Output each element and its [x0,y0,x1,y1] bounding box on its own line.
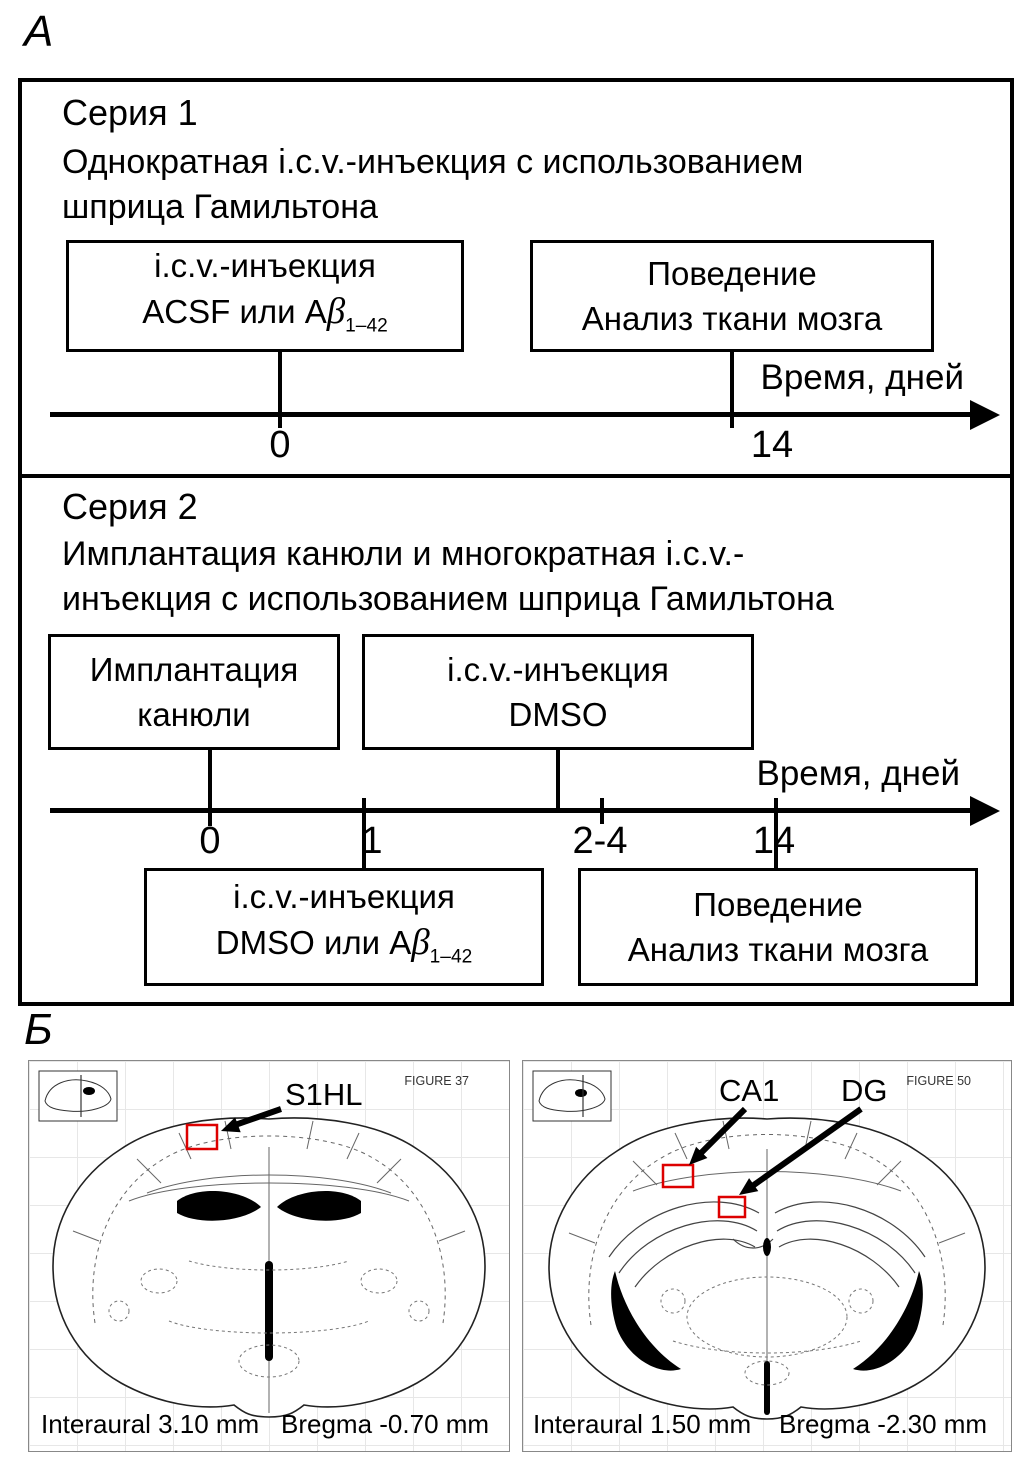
internal-structures [660,1276,874,1386]
series2-connector-injection [362,798,366,868]
series2-dmso-line1: i.c.v.-инъекция [447,651,669,688]
series1-injection-line2: ACSF или Aβ1–42 [142,288,387,349]
series2-implant-line2: канюли [137,696,251,733]
corpus-callosum-inner [146,1174,392,1194]
series2-timeline [50,808,974,813]
series2-dmso-line2: DMSO [508,696,608,733]
abeta-subscript: 1–42 [345,315,388,337]
sagittal-inset-thumbnail [532,1070,612,1122]
series1-behavior-box: Поведение Анализ ткани мозга [530,240,934,352]
atlas-page-figure37: FIGURE 37 S1HL Interaural 3.10 mm Bregma… [28,1060,510,1452]
series2-dmso-box: i.c.v.-инъекция DMSO [362,634,754,750]
series1-behavior-line1: Поведение [647,255,817,292]
series1-behavior-line2: Анализ ткани мозга [581,300,883,337]
dorsal-third-ventricle [763,1238,771,1256]
series1-section: Серия 1 Однократная i.c.v.-инъекция с ис… [22,82,1010,474]
series2-injection-line1: i.c.v.-инъекция [233,878,455,916]
caption-interaural: Interaural 1.50 mm [533,1409,751,1439]
series2-behavior-box: Поведение Анализ ткани мозга [578,868,978,986]
series2-tick-1: 1 [361,820,383,862]
series2-section: Серия 2 Имплантация канюли и многократна… [22,474,1010,1006]
figure-number-label: FIGURE 50 [906,1074,971,1088]
coronal-section-bregma-minus-2-30: FIGURE 50 CA1 DG Interaural 1.50 mm Breg… [532,1070,987,1439]
series2-connector-dmso [556,750,560,812]
series1-injection-agents: ACSF или A [142,293,327,331]
series2-implant-line1: Имплантация [89,651,299,688]
series2-axis-label: Время, дней [756,754,960,793]
figure-number-label: FIGURE 37 [404,1074,469,1088]
series2-timeline-arrowhead [970,796,1000,826]
lateral-ventricle-left [611,1271,681,1371]
caption-bregma: Bregma -0.70 mm [281,1409,489,1439]
s1hl-arrow [234,1106,282,1128]
series2-injection-box: i.c.v.-инъекция DMSO или Aβ1–42 [144,868,544,986]
beta-symbol: β [326,290,346,332]
series1-title: Серия 1 [62,92,198,133]
series1-injection-line1: i.c.v.-инъекция [154,247,376,285]
panel-b-label: Б [24,1005,53,1054]
ca1-arrow [696,1106,748,1158]
series2-injection-line2: DMSO или Aβ1–42 [216,919,472,980]
cortical-dividers [568,1120,966,1244]
series1-axis-label: Время, дней [760,358,964,397]
dg-arrow [749,1106,863,1190]
beta-symbol: β [411,921,430,963]
third-ventricle [764,1361,770,1415]
series1-timeline-arrowhead [970,400,1000,430]
hippocampus-layers [608,1201,926,1288]
dg-marker-box [717,1195,747,1219]
atlas-page-figure50: FIGURE 50 CA1 DG Interaural 1.50 mm Breg… [522,1060,1012,1452]
series2-title: Серия 2 [62,486,198,527]
series1-connector-day14 [730,352,734,428]
series1-tick-0: 0 [269,424,291,466]
cortex-inner-line [92,1135,446,1324]
experiment-design-frame: Серия 1 Однократная i.c.v.-инъекция с ис… [18,78,1014,1006]
s1hl-marker-box [185,1123,219,1151]
lateral-ventricle-right [277,1190,361,1221]
series1-subtitle: Однократная i.c.v.-инъекция с использова… [62,143,804,226]
abeta-subscript: 1–42 [429,946,473,968]
dg-label: DG [841,1073,888,1108]
series2-tickmark-2-4 [600,798,604,824]
lateral-ventricle-left [177,1190,261,1221]
ca1-marker-box [661,1163,695,1189]
series2-tick-2-4: 2-4 [572,820,628,862]
series2-injection-agents: DMSO или A [215,924,412,962]
series1-timeline [50,412,974,417]
series1-tick-14: 14 [750,424,794,466]
cortical-dividers [72,1120,466,1242]
caption-bregma: Bregma -2.30 mm [779,1409,987,1439]
ca1-label: CA1 [719,1073,779,1108]
cortex-inner-line [588,1134,946,1326]
series1-connector-day0 [278,352,282,428]
lateral-ventricle-right [853,1271,923,1371]
dg-arrowhead [739,1178,759,1195]
ca1-arrowhead [689,1146,708,1165]
third-ventricle [265,1261,273,1361]
series2-implant-box: Имплантация канюли [48,634,340,750]
series2-connector-implant [208,750,212,826]
corpus-callosum [128,1182,410,1202]
s1hl-label: S1HL [285,1077,363,1112]
panel-a-label: А [24,7,54,56]
series2-behavior-line1: Поведение [693,886,863,923]
coronal-section-bregma-minus-0-70: FIGURE 37 S1HL Interaural 3.10 mm Bregma… [38,1070,489,1439]
series2-tick-0: 0 [199,820,221,862]
series2-connector-behavior [774,798,778,868]
caption-interaural: Interaural 3.10 mm [41,1409,259,1439]
sagittal-inset-thumbnail [38,1070,118,1122]
series2-tick-14: 14 [752,820,796,862]
series2-behavior-line2: Анализ ткани мозга [627,931,929,968]
internal-structures [108,1260,430,1378]
s1hl-arrowhead [221,1117,241,1133]
series1-injection-box: i.c.v.-инъекция ACSF или Aβ1–42 [66,240,464,352]
series2-subtitle: Имплантация канюли и многократная i.c.v.… [62,535,834,618]
